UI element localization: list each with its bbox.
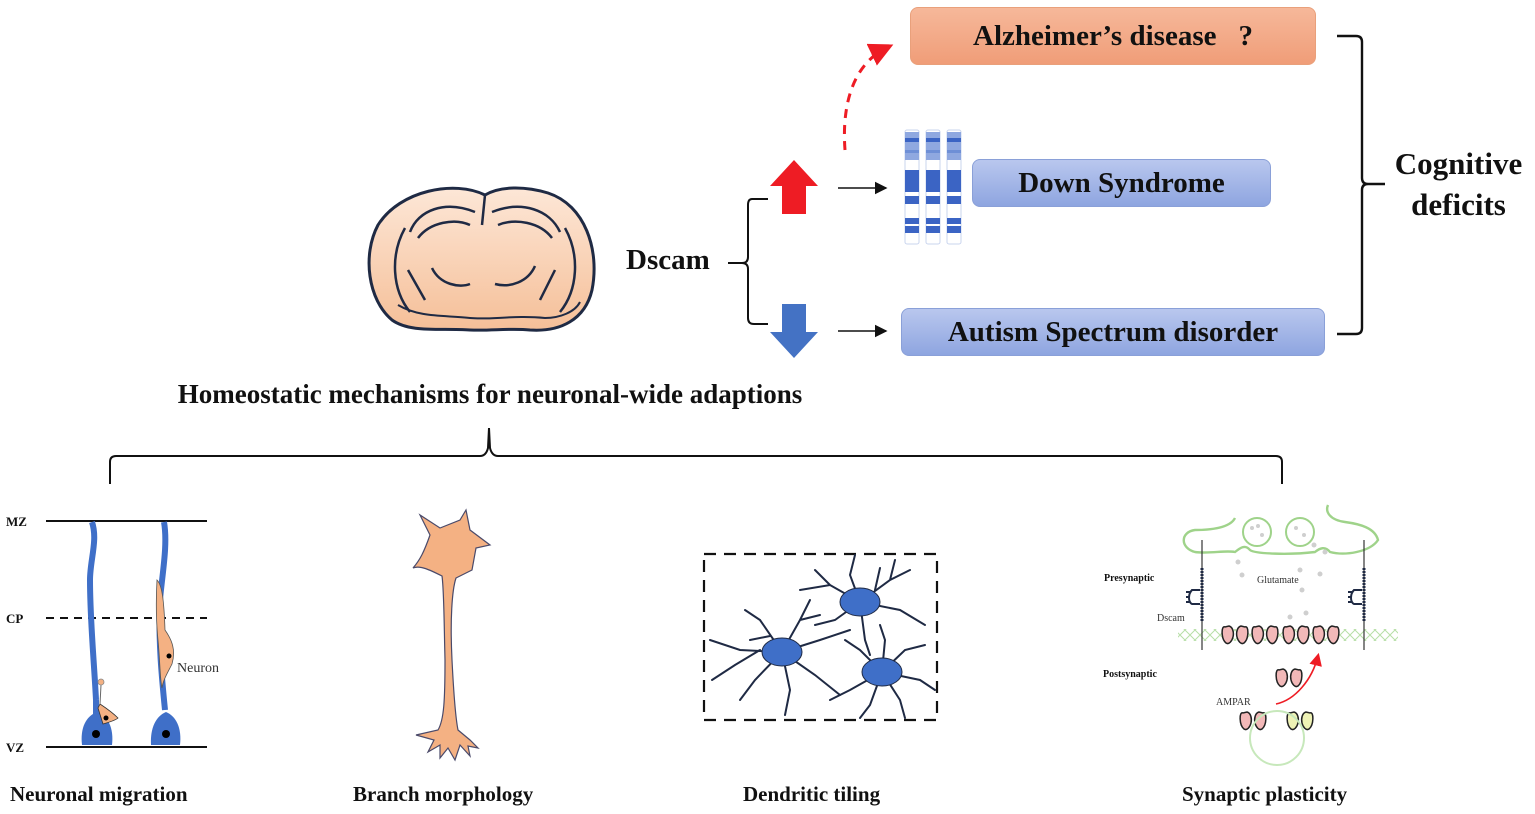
pyramidal-neuron-icon (412, 508, 492, 762)
up-arrow-icon (770, 160, 818, 214)
presynaptic-label: Presynaptic (1104, 573, 1155, 584)
brain-section-icon (367, 186, 596, 332)
panel-title-neuronal-migration: Neuronal migration (10, 782, 188, 806)
alzheimers-disease-box: Alzheimer’s disease ? (910, 7, 1316, 65)
dscam-label: Dscam (626, 244, 710, 276)
panel-title-dendritic-tiling: Dendritic tiling (743, 782, 881, 806)
dendritic-tiling-illustration (702, 552, 939, 722)
cognitive-deficits-line1: Cognitive (1394, 146, 1523, 181)
cognitive-deficits-label: Cognitive deficits (1386, 143, 1531, 225)
layer-label-vz: VZ (6, 740, 25, 755)
down-syndrome-box: Down Syndrome (972, 159, 1271, 207)
alzheimers-disease-label: Alzheimer’s disease (973, 19, 1217, 52)
ampar-label: AMPAR (1216, 697, 1251, 708)
panel-title-branch-morphology: Branch morphology (353, 782, 534, 806)
synapse-illustration (1178, 504, 1398, 766)
mechanisms-title: Homeostatic mechanisms for neuronal-wide… (177, 379, 803, 409)
down-syndrome-label: Down Syndrome (1018, 166, 1225, 199)
speculative-link-arrow (842, 43, 894, 151)
glutamate-label: Glutamate (1257, 575, 1299, 586)
postsynaptic-label: Postsynaptic (1103, 669, 1157, 680)
dscam-synapse-label: Dscam (1157, 613, 1185, 624)
autism-label: Autism Spectrum disorder (947, 315, 1279, 348)
layer-label-cp: CP (6, 611, 24, 626)
layer-label-mz: MZ (6, 514, 27, 529)
dscam-bracket (728, 198, 768, 325)
cognitive-bracket (1337, 34, 1385, 336)
chromosome-trisomy-icon (904, 129, 962, 245)
uncertainty-mark: ? (1238, 19, 1253, 52)
cognitive-deficits-line2: deficits (1411, 187, 1506, 222)
neuron-annotation: Neuron (177, 661, 219, 676)
mechanisms-bracket (109, 427, 1283, 484)
autism-box: Autism Spectrum disorder (901, 308, 1325, 356)
down-arrow-icon (770, 304, 818, 358)
panel-title-synaptic-plasticity: Synaptic plasticity (1182, 782, 1348, 806)
neuronal-migration-illustration (46, 520, 207, 748)
